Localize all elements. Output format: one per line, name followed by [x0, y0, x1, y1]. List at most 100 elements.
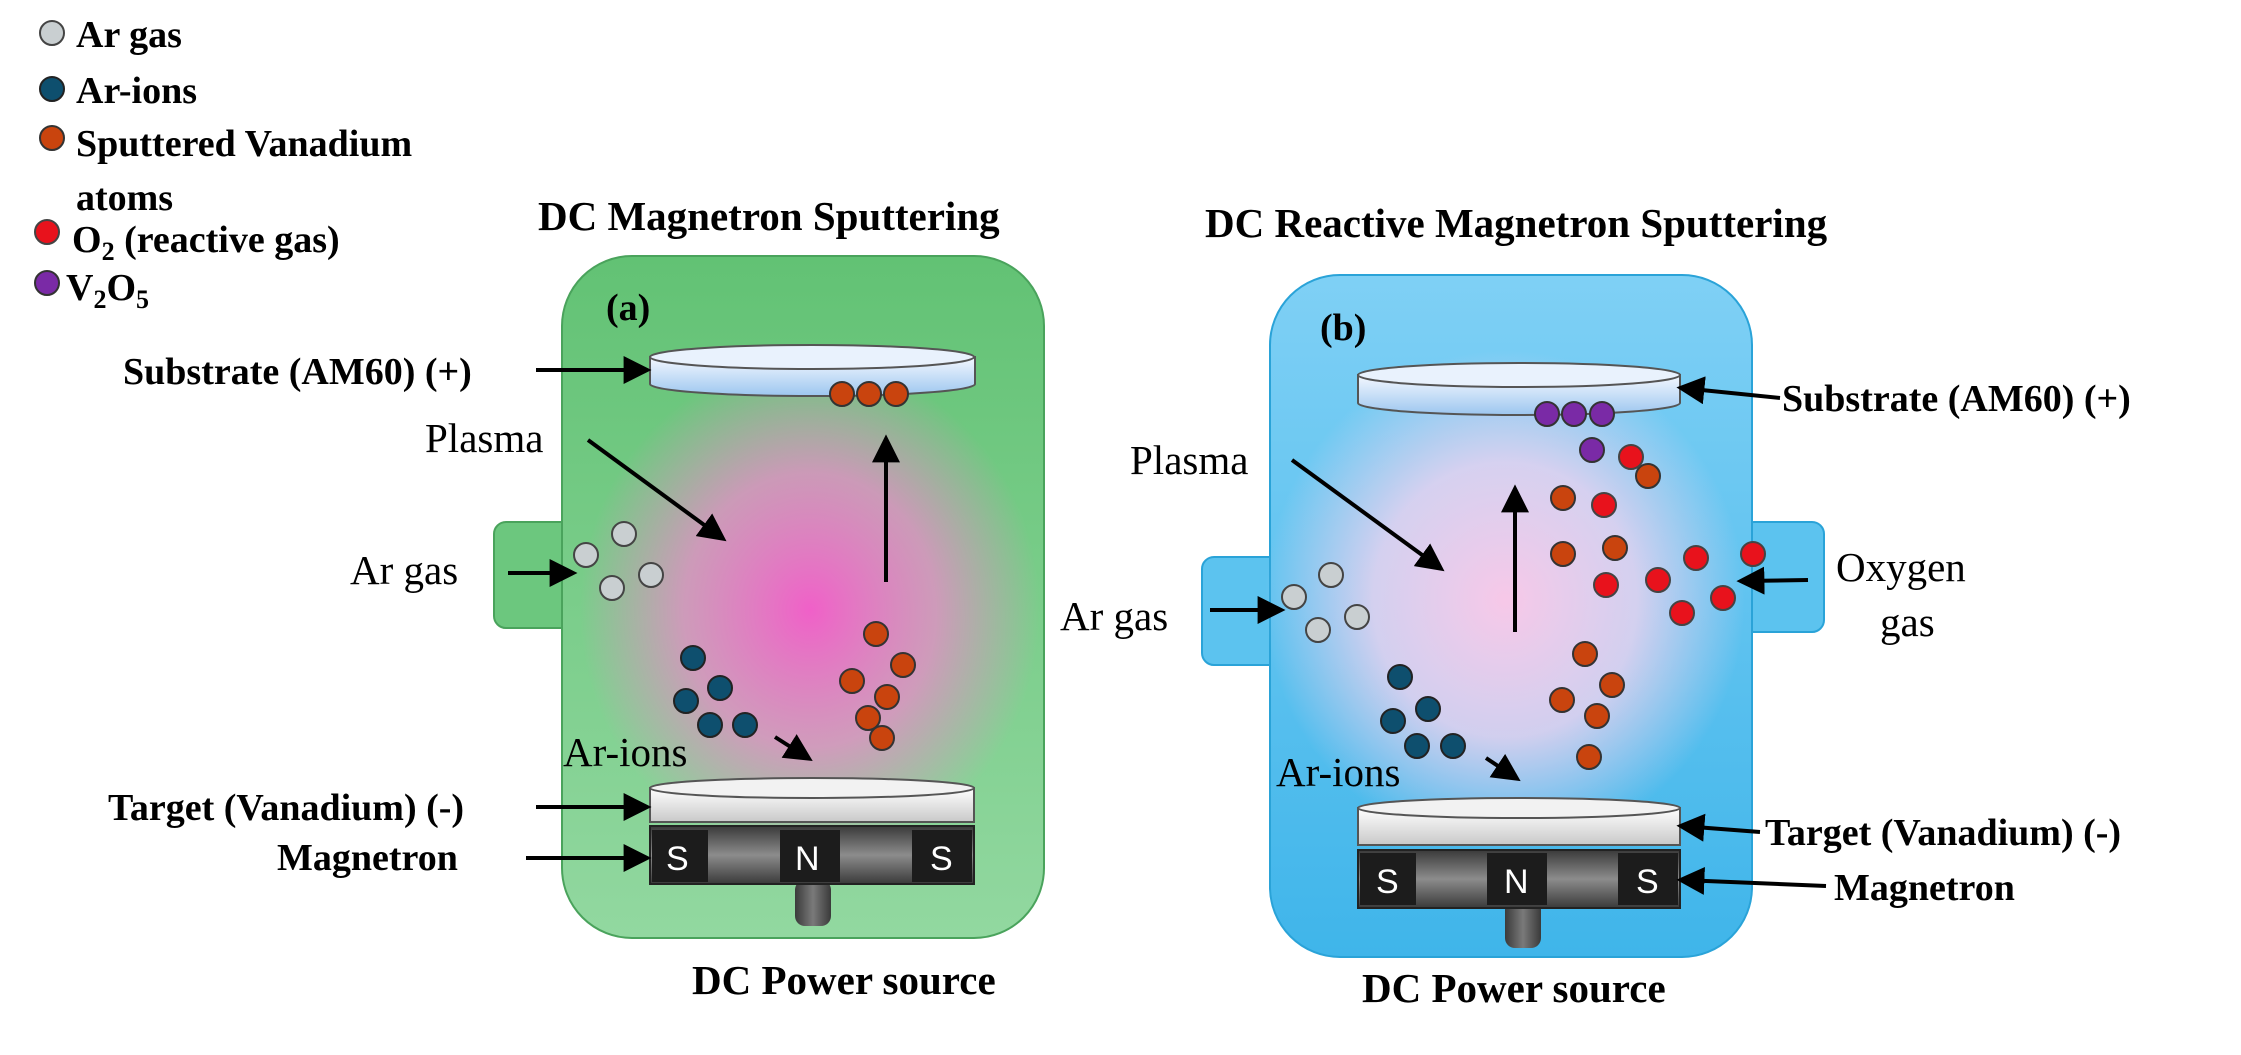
- panel-b-pole-right: [1618, 853, 1678, 905]
- panel-b-tag: (b): [1320, 307, 1366, 349]
- panel-a-plasma-glow: [580, 360, 1040, 860]
- panel-a-deposited-v-atom: [883, 381, 909, 407]
- panel-b-ar-ion: [1415, 696, 1441, 722]
- panel-b-plasma-label: Plasma: [1130, 437, 1248, 483]
- panel-a-ar-gas-atom: [599, 575, 625, 601]
- panel-b-oxygen-atom: [1645, 567, 1671, 593]
- panel-a-pole-left-label: S: [666, 840, 689, 878]
- panel-a-magnetron-label: Magnetron: [277, 837, 458, 879]
- panel-b-substrate-arrow: [1676, 376, 1781, 405]
- panel-b-ar-gas-label: Ar gas: [1060, 593, 1168, 639]
- panel-b-ar-gas-atom: [1281, 584, 1307, 610]
- panel-b-ar-ion: [1440, 733, 1466, 759]
- panel-a-pole-right: [912, 830, 972, 882]
- panel-a-deposited-v-atom: [856, 381, 882, 407]
- panel-b-title: DC Reactive Magnetron Sputtering: [1205, 200, 1828, 246]
- panel-b-ar-ion: [1404, 733, 1430, 759]
- panel-b-ar-gas-atom: [1305, 617, 1331, 643]
- panel-b-v2o5-molecule: [1534, 401, 1560, 427]
- panel-a-ar-ion: [680, 645, 706, 671]
- panel-a-power-label: DC Power source: [692, 957, 996, 1003]
- panel-b-sputtered-v-atom: [1602, 535, 1628, 561]
- panel-a-deposited-v-atom: [829, 381, 855, 407]
- panel-a-plasma-label: Plasma: [425, 415, 543, 461]
- legend-ar-ions-icon: [39, 76, 65, 102]
- panel-b-oxygen-atom: [1593, 572, 1619, 598]
- panel-a-sputtered-v-atom: [839, 668, 865, 694]
- legend-v2o5-icon: [34, 270, 60, 296]
- panel-b-ar-ions-label: Ar-ions: [1276, 749, 1400, 795]
- panel-b-oxygen-atom: [1710, 585, 1736, 611]
- panel-b-pole-mid: [1487, 853, 1547, 905]
- legend-vanadium-label-line1: Sputtered Vanadium: [76, 123, 412, 165]
- panel-b: DC Reactive Magnetron Sputtering (b) Sub…: [1060, 200, 2131, 1011]
- panel-a-ar-gas-atom: [573, 542, 599, 568]
- panel-b-ar-ion: [1387, 664, 1413, 690]
- panel-b-oxygen-inlet: [1741, 521, 1825, 633]
- panel-b-target: [1357, 797, 1681, 846]
- panel-b-substrate-label: Substrate (AM60) (+): [1782, 378, 2131, 420]
- panel-a-sputtered-v-atom: [869, 725, 895, 751]
- panel-a-ar-ion: [697, 712, 723, 738]
- panel-b-ar-gas-atom: [1318, 562, 1344, 588]
- panel-b-ion-arrow: [1484, 753, 1521, 782]
- panel-a-magnetron-stem: [795, 880, 831, 926]
- panel-a: DC Magnetron Sputtering (a) Substrate (A…: [108, 193, 1045, 1003]
- panel-b-ar-gas-atom: [1344, 604, 1370, 630]
- legend-ar-ions-label: Ar-ions: [76, 70, 197, 112]
- panel-b-oxygen-atom: [1618, 444, 1644, 470]
- panel-b-oxygen-arrow: [1736, 566, 1809, 595]
- panel-a-pole-mid: [780, 830, 840, 882]
- legend-vanadium-label-line2: atoms: [76, 177, 173, 219]
- panel-a-ar-gas-atom: [638, 562, 664, 588]
- legend-oxygen-icon: [34, 219, 60, 245]
- panel-a-ar-ion: [707, 675, 733, 701]
- legend-vanadium-icon: [39, 125, 65, 151]
- panel-a-tag: (a): [606, 287, 650, 329]
- panel-a-ar-ions-label: Ar-ions: [563, 729, 687, 775]
- panel-a-plasma-arrow: [586, 438, 727, 542]
- panel-a-sputtered-v-atom: [890, 652, 916, 678]
- legend-oxygen-label: O2 (reactive gas): [72, 219, 340, 266]
- legend: Ar gas Ar-ions Sputtered Vanadium atoms …: [34, 14, 412, 314]
- panel-b-pole-left: [1360, 853, 1416, 905]
- panel-a-pole-right-label: S: [930, 840, 953, 878]
- panel-b-sputtered-v-atom: [1572, 641, 1598, 667]
- panel-a-sputtered-v-atom: [874, 684, 900, 710]
- panel-b-oxygen-label-line1: Oxygen: [1836, 544, 1966, 590]
- panel-b-sputtered-v-atom: [1550, 485, 1576, 511]
- panel-a-title: DC Magnetron Sputtering: [538, 193, 1000, 239]
- panel-a-target: [649, 777, 975, 823]
- panel-b-pole-mid-label: N: [1504, 863, 1529, 901]
- legend-ar-gas-icon: [39, 20, 65, 46]
- panel-b-power-label: DC Power source: [1362, 965, 1666, 1011]
- panel-b-sputtered-v-atom: [1549, 687, 1575, 713]
- panel-b-oxygen-atom: [1669, 600, 1695, 626]
- panel-a-substrate: [649, 344, 976, 398]
- panel-a-pole-left: [652, 830, 708, 882]
- panel-b-sputtered-v-atom: [1635, 463, 1661, 489]
- panel-a-pole-mid-label: N: [795, 840, 820, 878]
- panel-b-target-label: Target (Vanadium) (-): [1765, 812, 2121, 854]
- panel-b-v2o5-molecule: [1561, 401, 1587, 427]
- panel-b-oxygen-atom: [1591, 492, 1617, 518]
- panel-b-v2o5-molecule: [1589, 401, 1615, 427]
- panel-b-oxygen-atom: [1683, 545, 1709, 571]
- panel-a-substrate-label: Substrate (AM60) (+): [123, 351, 472, 393]
- panel-b-magnetron-stem: [1505, 900, 1541, 948]
- panel-b-target-arrow: [1676, 813, 1761, 842]
- panel-b-magnetron-arrow: [1676, 866, 1827, 895]
- panel-b-pole-right-label: S: [1636, 863, 1659, 901]
- panel-a-ar-gas-label: Ar gas: [350, 547, 458, 593]
- panel-a-ar-ion: [732, 712, 758, 738]
- panel-a-ar-gas-atom: [611, 521, 637, 547]
- panel-b-sputtered-v-atom: [1576, 744, 1602, 770]
- panel-b-oxygen-atom: [1740, 541, 1766, 567]
- panel-b-ar-ion: [1380, 708, 1406, 734]
- panel-a-target-label: Target (Vanadium) (-): [108, 787, 464, 829]
- panel-b-plasma-arrow: [1290, 458, 1445, 572]
- legend-v2o5-label: V2O5: [66, 267, 149, 314]
- legend-ar-gas-label: Ar gas: [76, 14, 182, 56]
- panel-b-v2o5-molecule: [1579, 437, 1605, 463]
